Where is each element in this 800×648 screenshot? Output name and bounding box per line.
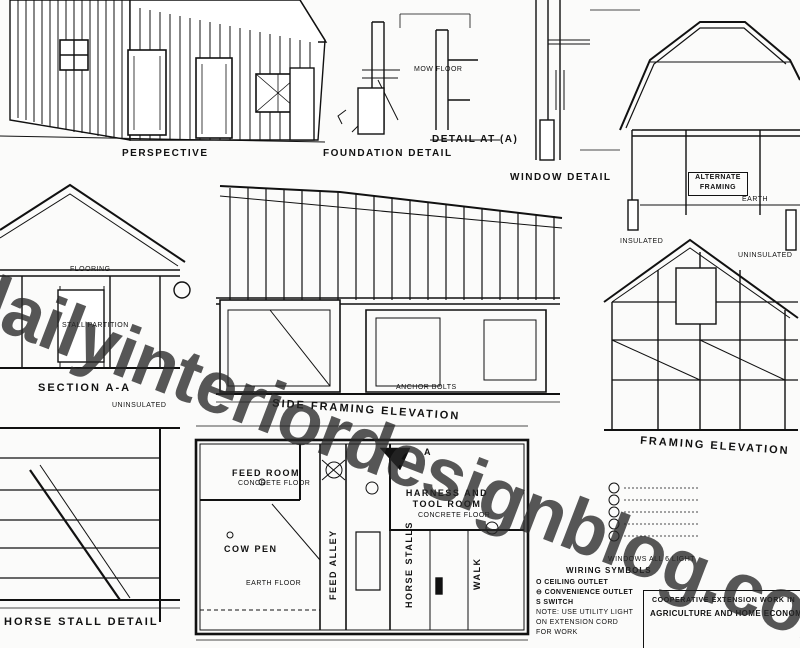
foundation-detail (337, 13, 500, 141)
label-insulated: INSULATED (620, 238, 664, 245)
gambrel-section (619, 21, 800, 251)
label-perspective: PERSPECTIVE (122, 148, 209, 159)
label-stall-partition: STALL PARTITION (62, 322, 129, 329)
label-window-detail: WINDOW DETAIL (510, 172, 612, 183)
alternate-framing-line1: ALTERNATE (695, 174, 741, 181)
room-harness-floor: CONCRETE FLOOR (418, 512, 491, 519)
room-horse-stalls: HORSE STALLS (404, 521, 414, 608)
room-earth-floor: EARTH FLOOR (246, 580, 302, 587)
window-schedule (608, 482, 700, 542)
label-foundation-detail: FOUNDATION DETAIL (323, 148, 453, 159)
label-flooring: FLOORING (70, 266, 111, 273)
room-cow-pen: COW PEN (224, 544, 278, 554)
label-mow-floor: MOW FLOOR (414, 66, 463, 73)
windows-note: WINDOWS ALL 6 LIGHT (608, 556, 696, 563)
title-block-line1: COOPERATIVE EXTENSION WORK IN (652, 597, 796, 604)
wiring-heading: WIRING SYMBOLS (566, 566, 652, 575)
room-feed-room-floor: CONCRETE FLOOR (238, 480, 311, 487)
wiring-item-switch: S SWITCH (536, 599, 574, 606)
label-uninsulated-left: UNINSULATED (112, 402, 167, 409)
wiring-note: NOTE: USE UTILITY LIGHT ON EXTENSION COR… (536, 609, 634, 636)
label-section-aa: SECTION A-A (38, 382, 132, 394)
label-anchor-bolts: ANCHOR BOLTS (396, 384, 457, 391)
title-block-line2: AGRICULTURE AND HOME ECONOMICS (650, 609, 800, 618)
alternate-framing-box: ALTERNATE FRAMING (688, 172, 748, 196)
wiring-symbols-legend: WIRING SYMBOLS O CEILING OUTLET ⊖ CONVEN… (536, 566, 652, 638)
alternate-framing-line2: FRAMING (699, 184, 737, 191)
wiring-item-convenience-outlet: ⊖ CONVENIENCE OUTLET (536, 589, 634, 596)
label-earth: EARTH (742, 196, 769, 203)
label-detail-at-a: DETAIL AT (A) (432, 134, 519, 145)
floor-plan (194, 425, 530, 641)
side-framing-elevation (216, 185, 563, 403)
section-mark-a: A (424, 447, 432, 457)
section-aa (0, 183, 191, 369)
title-block: COOPERATIVE EXTENSION WORK IN AGRICULTUR… (643, 590, 800, 648)
room-walk: WALK (472, 557, 482, 591)
label-stall-detail: HORSE STALL DETAIL (4, 616, 159, 628)
room-feed-alley: FEED ALLEY (328, 529, 338, 600)
room-harness-tool-room: HARNESS AND TOOL ROOM (405, 488, 489, 509)
end-framing-elevation (603, 238, 799, 431)
window-detail (535, 0, 640, 161)
room-feed-room: FEED ROOM (232, 468, 301, 478)
stall-detail (0, 427, 180, 622)
label-uninsulated-right: UNINSULATED (738, 252, 793, 259)
wiring-item-ceiling-outlet: O CEILING OUTLET (536, 579, 609, 586)
perspective-drawing (0, 0, 328, 143)
